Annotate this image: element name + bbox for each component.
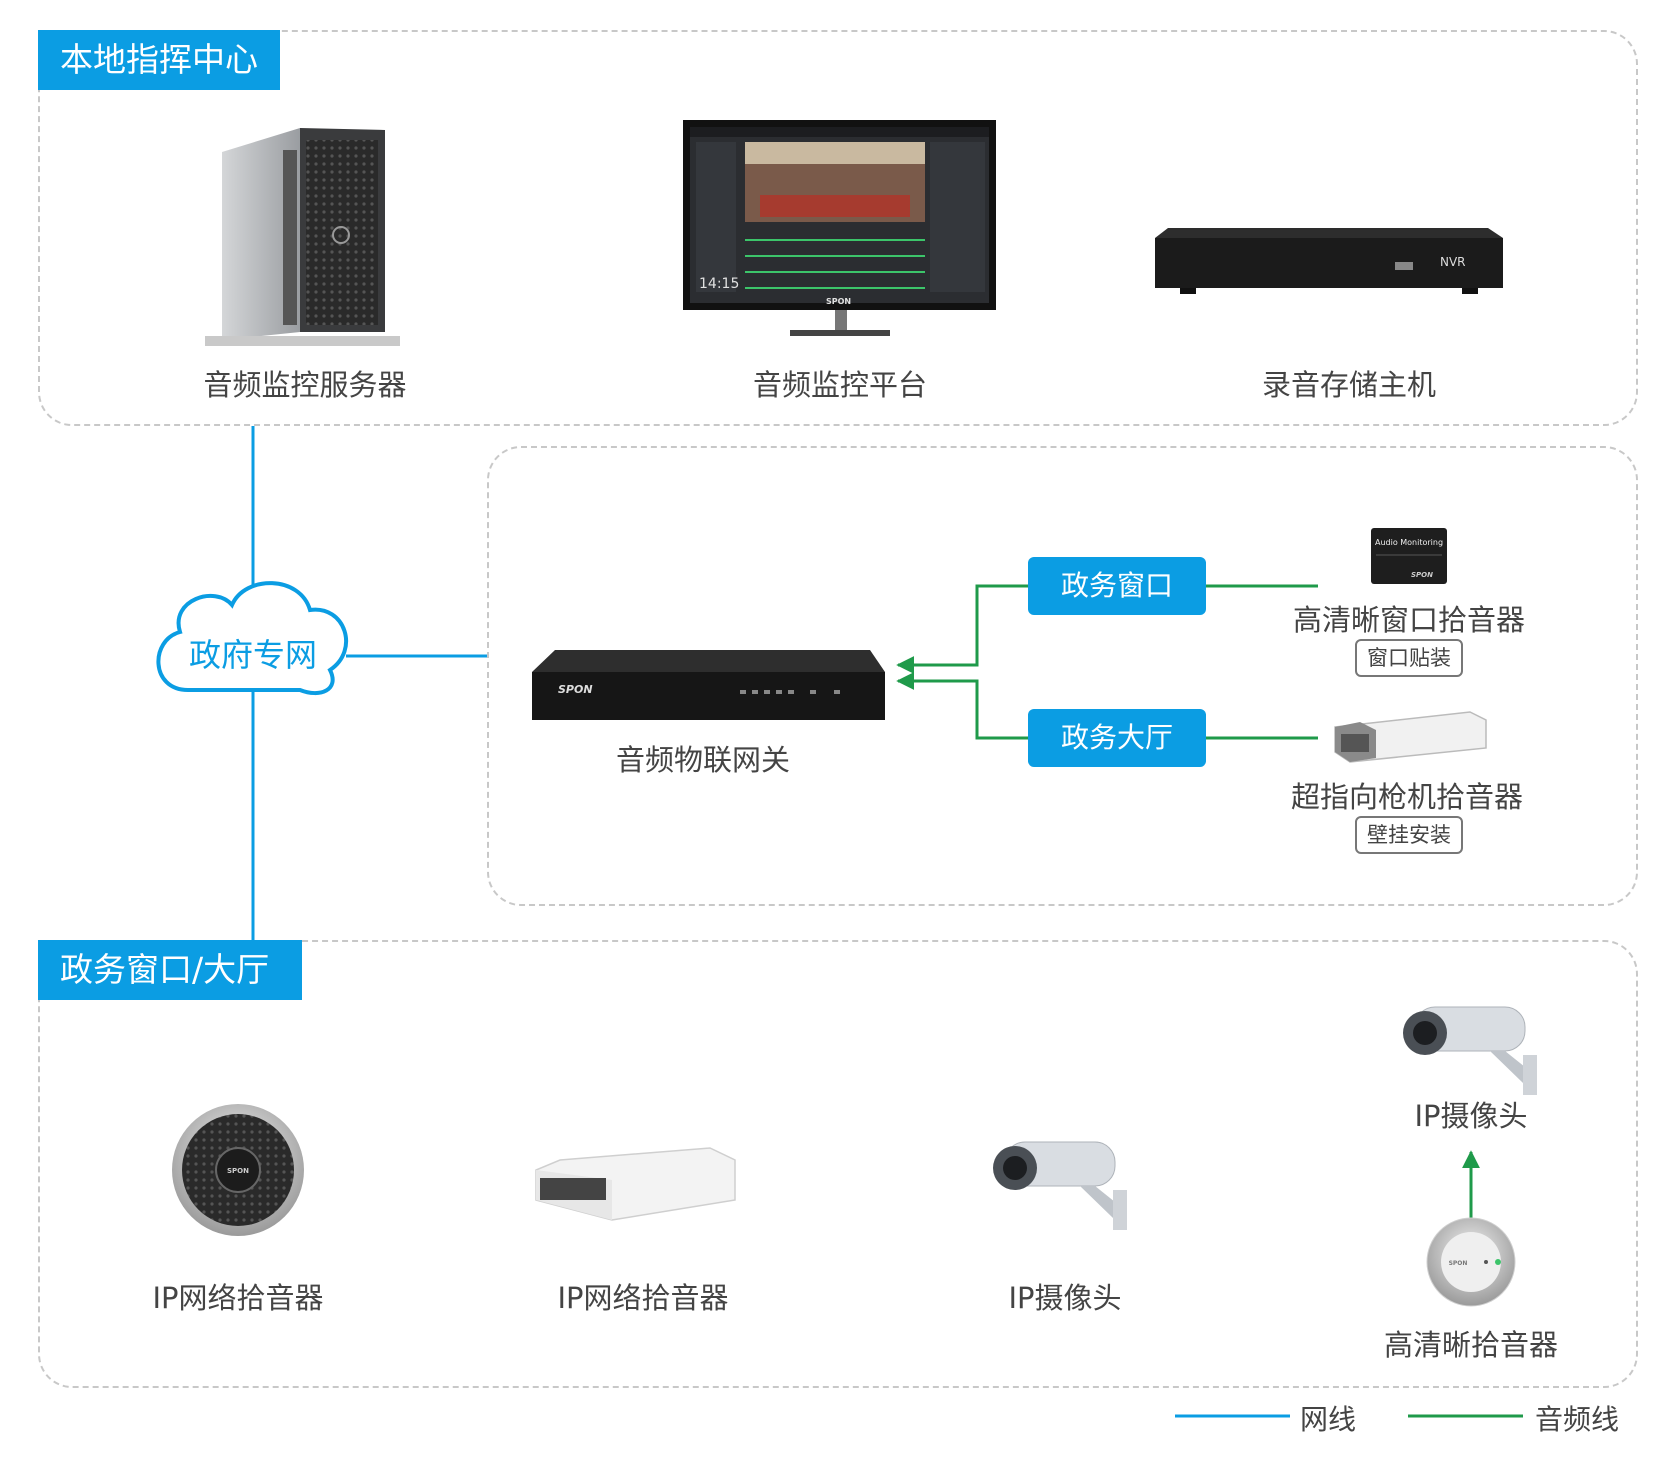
cloud-icon [156,581,349,696]
window-pickup-label: 高清晰窗口拾音器 [1292,603,1525,637]
monitor-clock: 14:15 [699,276,739,292]
nvr-text: NVR [1440,255,1466,269]
local-command-center-tag: 本地指挥中心 [38,30,280,90]
gun-pickup-icon [1334,711,1487,763]
audio-lines [896,584,1480,1218]
round-pickup-label: IP网络拾音器 [152,1281,324,1315]
network-lines [251,426,487,940]
window-pickup-plate-text: Audio Monitoring [1375,538,1443,547]
audio-line-window [896,584,1028,674]
gateway-brand: SPON [558,683,593,696]
round-pickup-icon [172,1104,304,1236]
box-pickup-label: IP网络拾音器 [557,1281,729,1315]
window-pickup-icon [1371,528,1447,584]
nvr-label: 录音存储主机 [1261,368,1436,402]
gateway-device-icon [532,650,885,720]
window-pickup-brand: SPON [1411,571,1433,579]
hd-pickup-brand: SPON [1449,1260,1468,1267]
ip-camera-icon-1 [993,1141,1127,1230]
window-pickup-badge: 窗口贴装 [1355,639,1463,677]
tower-server-icon [205,128,400,346]
ip-camera-label-1: IP摄像头 [1008,1281,1122,1315]
pill-gov-hall: 政务大厅 [1028,709,1206,767]
platform-label: 音频监控平台 [752,368,927,402]
box-pickup-icon [535,1147,736,1221]
ip-camera-icon-2 [1403,1006,1537,1095]
hd-pickup-icon [1426,1217,1516,1307]
local-command-center-box [38,30,1638,426]
hd-pickup-label: 高清晰拾音器 [1383,1328,1558,1362]
gun-pickup-badge: 壁挂安装 [1355,816,1463,854]
pill-gov-window: 政务窗口 [1028,557,1206,615]
server-label: 音频监控服务器 [203,368,407,402]
cloud-label: 政府专网 [188,636,317,674]
window-hall-tag: 政务窗口/大厅 [38,940,302,1000]
monitor-brand: SPON [826,297,851,306]
nvr-box-icon [1155,228,1503,294]
audio-line-hall [896,672,1028,740]
monitor-icon [683,120,996,336]
gun-pickup-label: 超指向枪机拾音器 [1290,780,1523,814]
gateway-zone-box [487,446,1638,906]
window-hall-box [38,940,1638,1388]
round-pickup-brand: SPON [227,1167,249,1175]
gateway-label: 音频物联网关 [615,743,790,777]
legend-net-label: 网线 [1300,1403,1357,1436]
ip-camera-label-2: IP摄像头 [1414,1099,1528,1133]
legend-audio-label: 音频线 [1535,1403,1620,1436]
